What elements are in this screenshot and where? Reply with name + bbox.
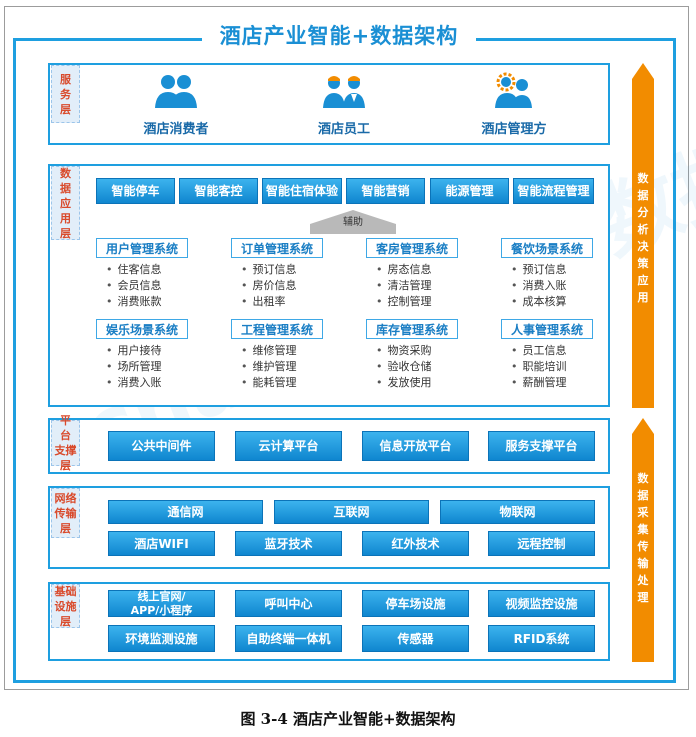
system-dining: 餐饮场景系统 预订信息 消费入账 成本核算	[501, 238, 643, 310]
system-item: 控制管理	[376, 294, 508, 310]
infra-rfid-button[interactable]: RFID系统	[488, 625, 595, 652]
system-title: 库存管理系统	[366, 319, 458, 339]
system-title: 工程管理系统	[231, 319, 323, 339]
system-title: 人事管理系统	[501, 319, 593, 339]
network-layer-label: 网络传输层	[51, 488, 80, 538]
infra-self-service-kiosk-button[interactable]: 自助终端一体机	[235, 625, 342, 652]
platform-cloud-button[interactable]: 云计算平台	[235, 431, 342, 461]
application-layer-label: 数据应用层	[51, 166, 80, 240]
platform-layer-label: 平台支撑层	[51, 414, 80, 472]
system-inventory: 库存管理系统 物资采购 验收仓储 发放使用	[366, 319, 508, 391]
consumer-icon	[155, 75, 197, 108]
network-iot-button[interactable]: 物联网	[440, 500, 595, 524]
app-btn-smart-process[interactable]: 智能流程管理	[513, 178, 594, 204]
system-title: 客房管理系统	[366, 238, 458, 258]
system-item: 会员信息	[106, 278, 238, 294]
service-consumer-label: 酒店消费者	[143, 122, 209, 137]
system-item: 员工信息	[511, 343, 643, 359]
network-internet-button[interactable]: 互联网	[274, 500, 429, 524]
figure-caption: 图 3-4 酒店产业智能+数据架构	[240, 710, 456, 728]
app-btn-energy[interactable]: 能源管理	[430, 178, 509, 204]
system-engineering: 工程管理系统 维修管理 维护管理 能耗管理	[231, 319, 373, 391]
assist-label: 辅助	[343, 217, 363, 228]
system-item: 住客信息	[106, 262, 238, 278]
system-item: 场所管理	[106, 359, 238, 375]
platform-service-support-button[interactable]: 服务支撑平台	[488, 431, 595, 461]
service-manager-label: 酒店管理方	[481, 122, 547, 137]
infra-online-portal-button[interactable]: 线上官网/ APP/小程序	[108, 590, 215, 617]
system-item: 发放使用	[376, 375, 508, 391]
app-btn-smart-stay[interactable]: 智能住宿体验	[262, 178, 342, 204]
service-manager: 酒店管理方	[454, 72, 574, 137]
system-item: 消费入账	[511, 278, 643, 294]
network-telecom-button[interactable]: 通信网	[108, 500, 263, 524]
system-item: 消费账款	[106, 294, 238, 310]
system-title: 订单管理系统	[231, 238, 323, 258]
system-title: 用户管理系统	[96, 238, 188, 258]
system-hr: 人事管理系统 员工信息 职能培训 薪酬管理	[501, 319, 643, 391]
infra-environment-monitor-button[interactable]: 环境监测设施	[108, 625, 215, 652]
system-item: 验收仓储	[376, 359, 508, 375]
data-collection-arrow-icon	[632, 418, 654, 662]
service-layer-label: 服务层	[51, 65, 80, 123]
infra-video-surveillance-button[interactable]: 视频监控设施	[488, 590, 595, 617]
service-staff: 酒店员工	[284, 72, 404, 137]
system-order-management: 订单管理系统 预订信息 房价信息 出租率	[231, 238, 373, 310]
diagram-title: 酒店产业智能+数据架构	[202, 20, 476, 52]
system-user-management: 用户管理系统 住客信息 会员信息 消费账款	[96, 238, 238, 310]
network-layer	[48, 486, 610, 569]
system-item: 薪酬管理	[511, 375, 643, 391]
system-item: 清洁管理	[376, 278, 508, 294]
service-consumer: 酒店消费者	[116, 72, 236, 137]
network-infrared-button[interactable]: 红外技术	[362, 531, 469, 556]
system-item: 预订信息	[241, 262, 373, 278]
data-collection-arrow-label: 数据采集传输处理	[637, 472, 649, 604]
staff-icon	[323, 76, 365, 108]
system-item: 用户接待	[106, 343, 238, 359]
infra-sensor-button[interactable]: 传感器	[362, 625, 469, 652]
network-bluetooth-button[interactable]: 蓝牙技术	[235, 531, 342, 556]
infra-call-center-button[interactable]: 呼叫中心	[235, 590, 342, 617]
data-analysis-arrow-label: 数据分析决策应用	[637, 172, 649, 304]
assist-arrow-icon	[310, 210, 396, 234]
system-item: 预订信息	[511, 262, 643, 278]
network-wifi-button[interactable]: 酒店WIFI	[108, 531, 215, 556]
system-title: 餐饮场景系统	[501, 238, 593, 258]
app-btn-smart-marketing[interactable]: 智能营销	[346, 178, 425, 204]
system-item: 物资采购	[376, 343, 508, 359]
system-item: 职能培训	[511, 359, 643, 375]
platform-middleware-button[interactable]: 公共中间件	[108, 431, 215, 461]
system-title: 娱乐场景系统	[96, 319, 188, 339]
infrastructure-layer-label: 基础设施层	[51, 584, 80, 628]
system-entertainment: 娱乐场景系统 用户接待 场所管理 消费入账	[96, 319, 238, 391]
data-analysis-arrow-icon	[632, 63, 654, 408]
system-item: 成本核算	[511, 294, 643, 310]
system-item: 消费入账	[106, 375, 238, 391]
app-btn-smart-parking[interactable]: 智能停车	[96, 178, 175, 204]
system-item: 维修管理	[241, 343, 373, 359]
system-item: 出租率	[241, 294, 373, 310]
system-item: 房态信息	[376, 262, 508, 278]
service-staff-label: 酒店员工	[317, 122, 370, 137]
manager-icon	[495, 72, 532, 108]
system-room-management: 客房管理系统 房态信息 清洁管理 控制管理	[366, 238, 508, 310]
system-item: 房价信息	[241, 278, 373, 294]
platform-open-info-button[interactable]: 信息开放平台	[362, 431, 469, 461]
app-btn-smart-room-control[interactable]: 智能客控	[179, 178, 258, 204]
infra-parking-button[interactable]: 停车场设施	[362, 590, 469, 617]
system-item: 能耗管理	[241, 375, 373, 391]
system-item: 维护管理	[241, 359, 373, 375]
network-remote-control-button[interactable]: 远程控制	[488, 531, 595, 556]
